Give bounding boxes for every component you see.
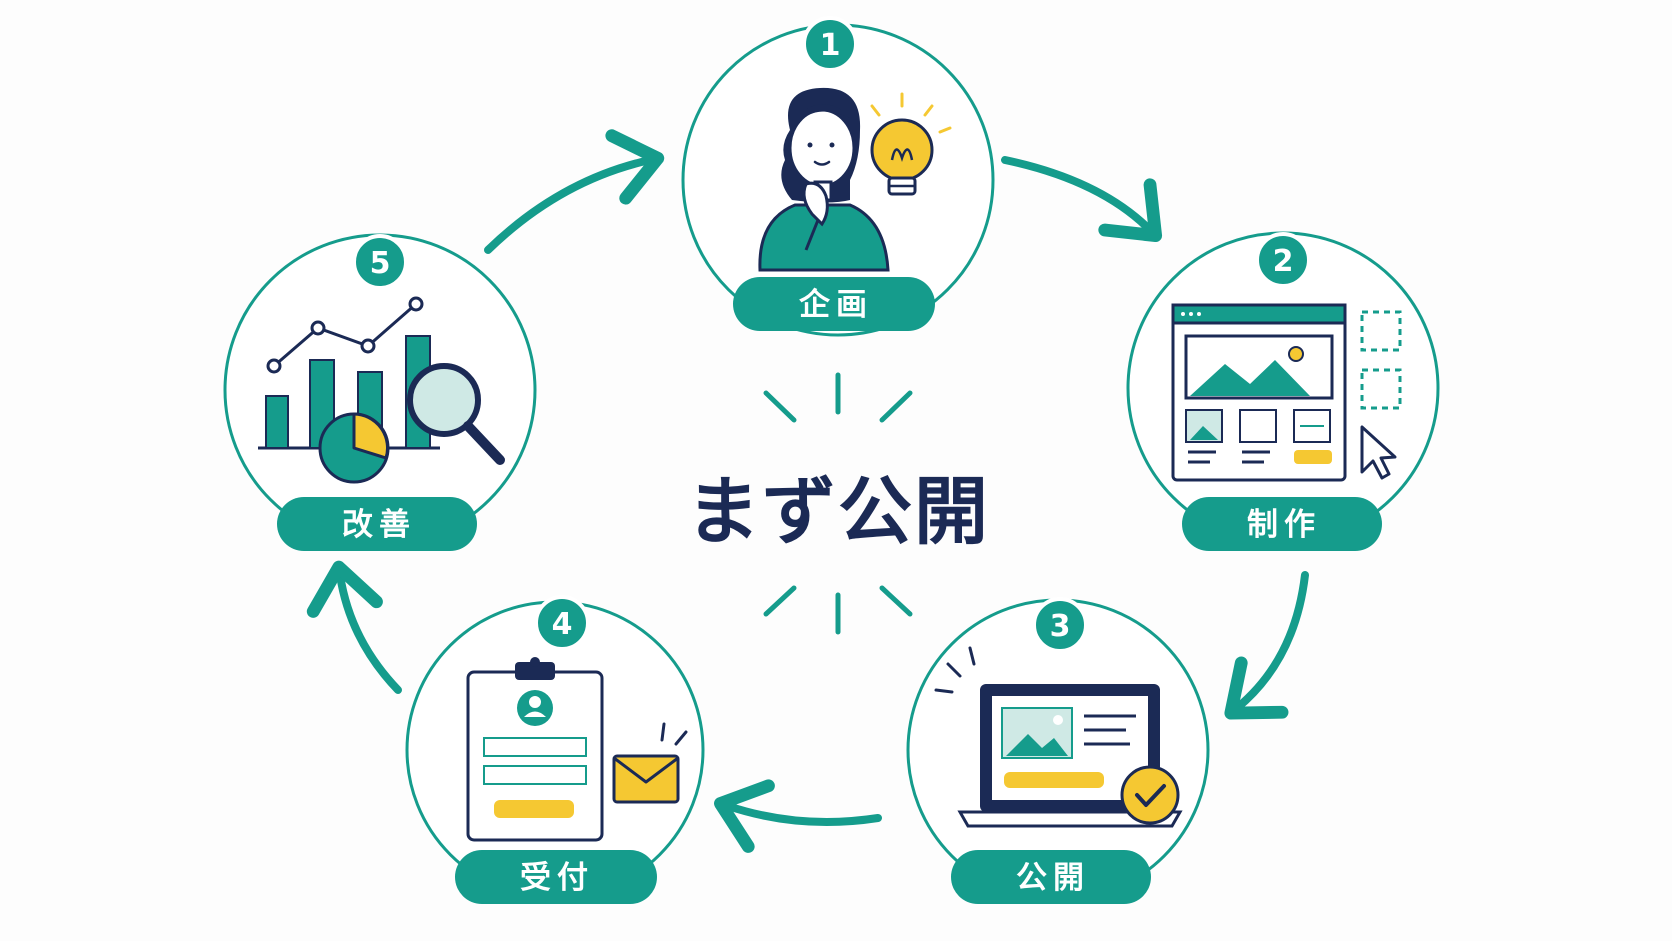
arrow-4-to-5: [306, 560, 402, 694]
arrow-5-to-1: [484, 129, 665, 254]
arrow-2-to-3: [1224, 571, 1309, 720]
step-number-badge: [352, 234, 408, 290]
step-label: 公開: [1016, 860, 1090, 896]
step-number-badge: [802, 16, 858, 72]
arrow-1-to-2: [1001, 156, 1163, 243]
step-number: 4: [552, 607, 573, 642]
step-4-reception: 受付 4: [405, 595, 705, 904]
step-3-publish: 公開 3: [906, 597, 1210, 904]
analytics-chart-magnifier-icon: [258, 296, 505, 484]
step-number: 1: [820, 28, 841, 63]
step-label-pill: [455, 850, 657, 904]
step-label: 改善: [342, 507, 416, 543]
step-number: 2: [1273, 244, 1294, 279]
laptop-published-check-icon: [934, 646, 1183, 828]
thinking-woman-lightbulb-icon: [758, 87, 952, 272]
step-number-badge: [1255, 232, 1311, 288]
step-label: 企画: [799, 287, 873, 323]
step-number: 3: [1050, 609, 1071, 644]
clipboard-form-mail-icon: [466, 657, 688, 842]
step-label-pill: [951, 850, 1151, 904]
step-1-planning: 企画 1: [681, 16, 995, 337]
step-label: 受付: [520, 860, 594, 896]
step-2-production: 制作 2: [1126, 231, 1440, 551]
step-label-pill: [733, 277, 935, 331]
step-number-badge: [534, 595, 590, 651]
step-label-pill: [1182, 497, 1382, 551]
center-burst: [763, 372, 913, 635]
step-label-pill: [277, 497, 477, 551]
web-page-layout-icon: [1171, 303, 1402, 482]
arrow-3-to-4: [714, 779, 882, 853]
step-number-badge: [1032, 597, 1088, 653]
step-number: 5: [370, 246, 391, 281]
step-5-improvement: 改善 5: [223, 233, 537, 551]
cycle-arrows: [306, 129, 1309, 853]
step-label: 制作: [1247, 507, 1321, 543]
center-title: まず公開: [686, 469, 990, 555]
